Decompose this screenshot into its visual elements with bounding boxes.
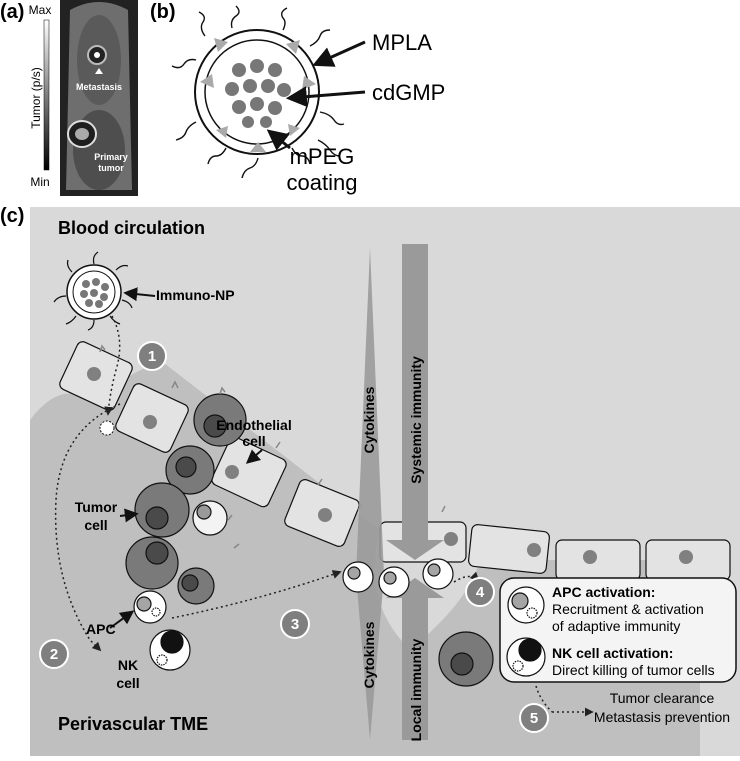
cdgmp-label: cdGMP	[372, 80, 445, 105]
cdgmp-arrow	[285, 86, 366, 108]
perivascular-label: Perivascular TME	[58, 714, 208, 734]
cytokines-arrow-bottom	[356, 576, 384, 740]
tumor-label-2: cell	[84, 517, 107, 533]
nk-activation-line1: Direct killing of tumor cells	[552, 662, 715, 678]
endothelial-label-2: cell	[242, 433, 265, 449]
mpla-label: MPLA	[372, 30, 432, 55]
cytokines-label-top: Cytokines	[361, 386, 377, 453]
nk-cell-tme	[149, 629, 191, 671]
endothelial-arrow	[245, 449, 263, 464]
panel-c-label: (c)	[0, 205, 24, 227]
step-3-badge: 3	[280, 609, 310, 639]
immuno-np-label: Immuno-NP	[156, 287, 235, 303]
intensity-scale-bar	[43, 19, 50, 171]
step-5-badge: 5	[519, 703, 549, 733]
panel-b-label: (b)	[150, 1, 176, 23]
path-step-2	[54, 403, 121, 652]
path-step-4	[453, 571, 480, 583]
outcome-line1: Tumor clearance	[610, 690, 715, 706]
primary-label-2: tumor	[98, 163, 124, 173]
scale-max-label: Max	[29, 3, 52, 17]
panel-a-label: (a)	[0, 1, 24, 23]
tumor-arrow	[119, 508, 139, 523]
svg-text:3: 3	[291, 616, 299, 633]
nk-label-1: NK	[118, 657, 138, 673]
tumor-cell-right	[438, 631, 494, 687]
tumor-label-1: Tumor	[75, 499, 118, 515]
outcome-line2: Metastasis prevention	[594, 709, 730, 725]
step-1-badge: 1	[137, 341, 167, 371]
mpeg-arrow	[266, 129, 291, 151]
apc-label: APC	[86, 621, 116, 637]
cytokines-arrow-top	[356, 248, 384, 576]
apc-arrow	[109, 610, 135, 629]
local-immunity-label: Local immunity	[408, 638, 424, 741]
nanoparticle-diagram	[171, 5, 345, 179]
mouse-image	[60, 0, 138, 196]
apc-activation-line1: Recruitment & activation	[552, 601, 704, 617]
svg-text:2: 2	[50, 646, 58, 663]
immuno-np-particle	[53, 251, 133, 331]
scale-title: Tumor (p/s)	[29, 67, 43, 129]
apc-cell-tme	[133, 590, 167, 624]
scale-min-label: Min	[30, 175, 49, 189]
endothelial-label-1: Endothelial	[216, 417, 291, 433]
apc-cell-legend	[507, 586, 545, 624]
primary-label-1: Primary	[94, 152, 128, 162]
mpla-arrow	[312, 40, 366, 67]
apc-activation-title: APC activation:	[552, 584, 655, 600]
endothelial-layer	[59, 341, 731, 581]
metastasis-label: Metastasis	[76, 82, 122, 92]
svg-text:5: 5	[530, 710, 538, 727]
mpeg-label-2: coating	[287, 170, 358, 195]
apc-activation-line2: of adaptive immunity	[552, 618, 680, 634]
path-step-3	[171, 570, 342, 619]
activation-box	[499, 577, 737, 683]
nk-label-2: cell	[116, 675, 139, 691]
svg-text:1: 1	[148, 348, 156, 365]
path-step-1	[104, 315, 121, 416]
migrating-immune-cells	[342, 558, 454, 598]
nk-activation-title: NK cell activation:	[552, 645, 673, 661]
nk-cell-legend	[506, 637, 546, 677]
immuno-np-arrow	[123, 287, 156, 302]
systemic-immunity-label: Systemic immunity	[408, 356, 424, 484]
np-at-vessel	[99, 420, 115, 436]
svg-text:4: 4	[476, 584, 485, 601]
mpeg-label-1: mPEG	[290, 144, 355, 169]
step-4-badge: 4	[465, 577, 495, 607]
local-immunity-arrow	[386, 578, 444, 740]
systemic-immunity-arrow	[386, 244, 444, 560]
blood-circulation-label: Blood circulation	[58, 218, 205, 238]
step-2-badge: 2	[39, 639, 69, 669]
cytokines-label-bottom: Cytokines	[361, 621, 377, 688]
